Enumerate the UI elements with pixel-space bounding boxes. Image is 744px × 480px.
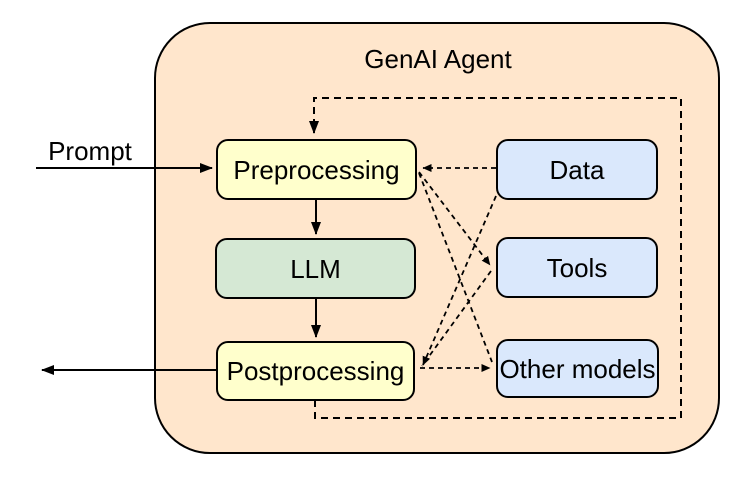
node-llm: LLM <box>215 238 416 299</box>
diagram-title: GenAI Agent <box>364 44 512 74</box>
node-postprocessing: Postprocessing <box>216 341 415 401</box>
edge-preprocessing-to-other-models <box>418 172 493 363</box>
node-data: Data <box>496 139 658 200</box>
node-preprocessing: Preprocessing <box>216 139 417 200</box>
prompt-label: Prompt <box>48 136 132 166</box>
node-other-models: Other models <box>496 339 659 398</box>
node-data-label: Data <box>549 154 605 185</box>
node-tools: Tools <box>496 237 658 298</box>
node-tools-label: Tools <box>546 252 608 283</box>
edge-preprocessing-to-tools <box>418 171 491 266</box>
node-other-models-label: Other models <box>499 353 656 384</box>
edge-tools-to-postprocessing <box>421 270 492 367</box>
node-postprocessing-label: Postprocessing <box>226 356 405 386</box>
edge-data-to-postprocessing <box>422 195 497 366</box>
node-preprocessing-label: Preprocessing <box>233 154 400 185</box>
edge-loop-postprocessing-to-preprocessing <box>309 97 682 419</box>
node-llm-label: LLM <box>290 253 341 284</box>
